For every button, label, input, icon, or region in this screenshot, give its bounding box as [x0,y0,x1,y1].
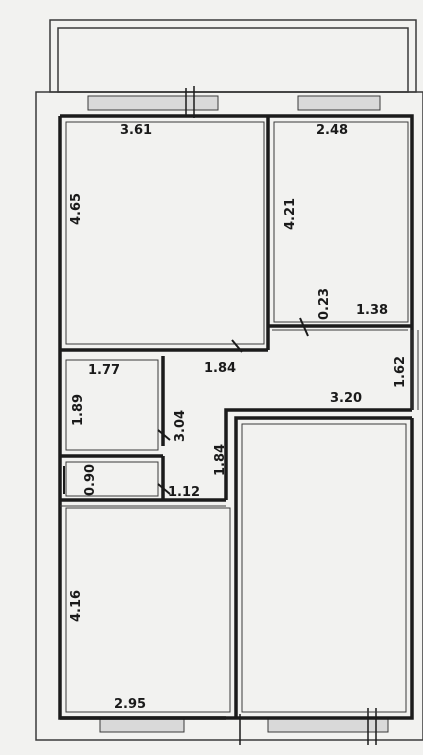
label-top-left-width: 3.61 [120,123,152,138]
label-top-left-height: 4.65 [69,193,84,225]
walls [58,114,414,720]
label-small-gap: 0.23 [317,288,332,320]
door-marks [63,317,309,495]
label-hall-right: 3.20 [330,391,362,406]
label-right-side: 1.62 [393,356,408,388]
label-hall-vertical: 3.04 [173,410,188,442]
label-top-right-width: 2.48 [316,123,348,138]
label-small-room-height: 1.89 [71,394,86,426]
label-top-right-height: 4.21 [283,198,298,230]
window-mullions [185,86,377,745]
window-top-right [297,95,381,111]
window-bottom-left [99,717,185,733]
window-bottom-right [267,717,389,733]
window-top-left [87,95,219,111]
label-hall-vertical-lower: 1.84 [213,444,228,476]
label-closet-width: 1.12 [168,485,200,500]
label-hall-top: 1.84 [204,361,236,376]
label-closet-height: 0.90 [83,464,98,496]
label-bottom-left-width: 2.95 [114,697,146,712]
label-small-room-width: 1.77 [88,363,120,378]
thin-lines [60,121,419,713]
label-bottom-left-height: 4.16 [69,590,84,622]
label-balcony-strip: 1.38 [356,303,388,318]
outer-frame [35,19,423,741]
